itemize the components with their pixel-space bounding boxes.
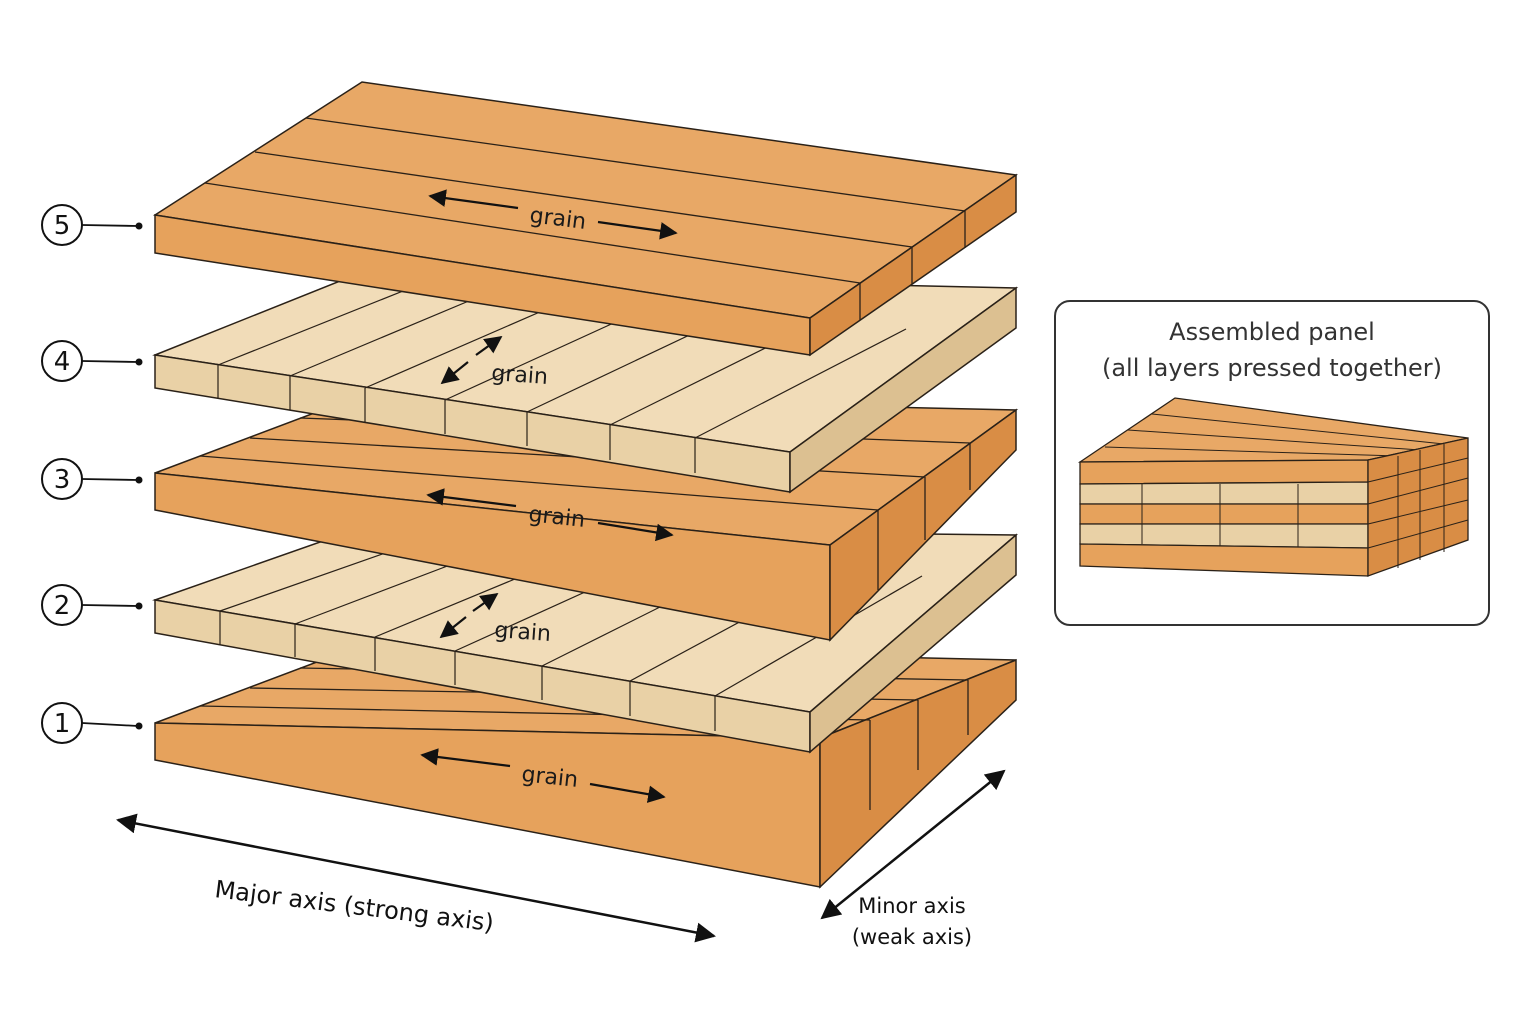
layer-1-front <box>154 722 821 888</box>
grain-label-1: grain <box>520 762 579 793</box>
grain-label-3: grain <box>527 502 586 533</box>
callout-3-number: 3 <box>54 465 71 495</box>
callout-1-number: 1 <box>54 709 71 739</box>
grain-arrow-2 <box>439 592 499 639</box>
assembled-panel-inset <box>1054 300 1490 626</box>
callout-3: 3 <box>41 458 143 500</box>
grain-arrow-3 <box>426 488 674 542</box>
grain-arrow-1 <box>420 748 666 803</box>
inset-subtitle: (all layers pressed together) <box>1101 354 1443 382</box>
callout-5-number: 5 <box>54 211 71 241</box>
layer-2-side <box>809 533 1017 754</box>
callout-2: 2 <box>41 584 143 626</box>
grain-arrow-5 <box>428 189 678 240</box>
minor-axis-label-line1: Minor axis <box>858 894 966 918</box>
grain-arrow-4 <box>440 335 503 385</box>
minor-axis-arrow <box>820 769 1006 920</box>
callout-5: 5 <box>41 204 143 246</box>
minor-axis-label-line2: (weak axis) <box>852 925 972 949</box>
callout-4-number: 4 <box>54 347 71 377</box>
callout-1: 1 <box>41 702 143 744</box>
layer-4-side <box>789 286 1017 494</box>
grain-label-2: grain <box>494 618 552 647</box>
major-axis-arrow <box>116 813 716 943</box>
layer-3 <box>154 394 1019 642</box>
grain-label-4: grain <box>491 361 549 390</box>
callout-4: 4 <box>41 340 143 382</box>
layer-5 <box>152 81 1018 357</box>
inset-title: Assembled panel <box>1169 318 1375 346</box>
callout-2-number: 2 <box>54 591 71 621</box>
